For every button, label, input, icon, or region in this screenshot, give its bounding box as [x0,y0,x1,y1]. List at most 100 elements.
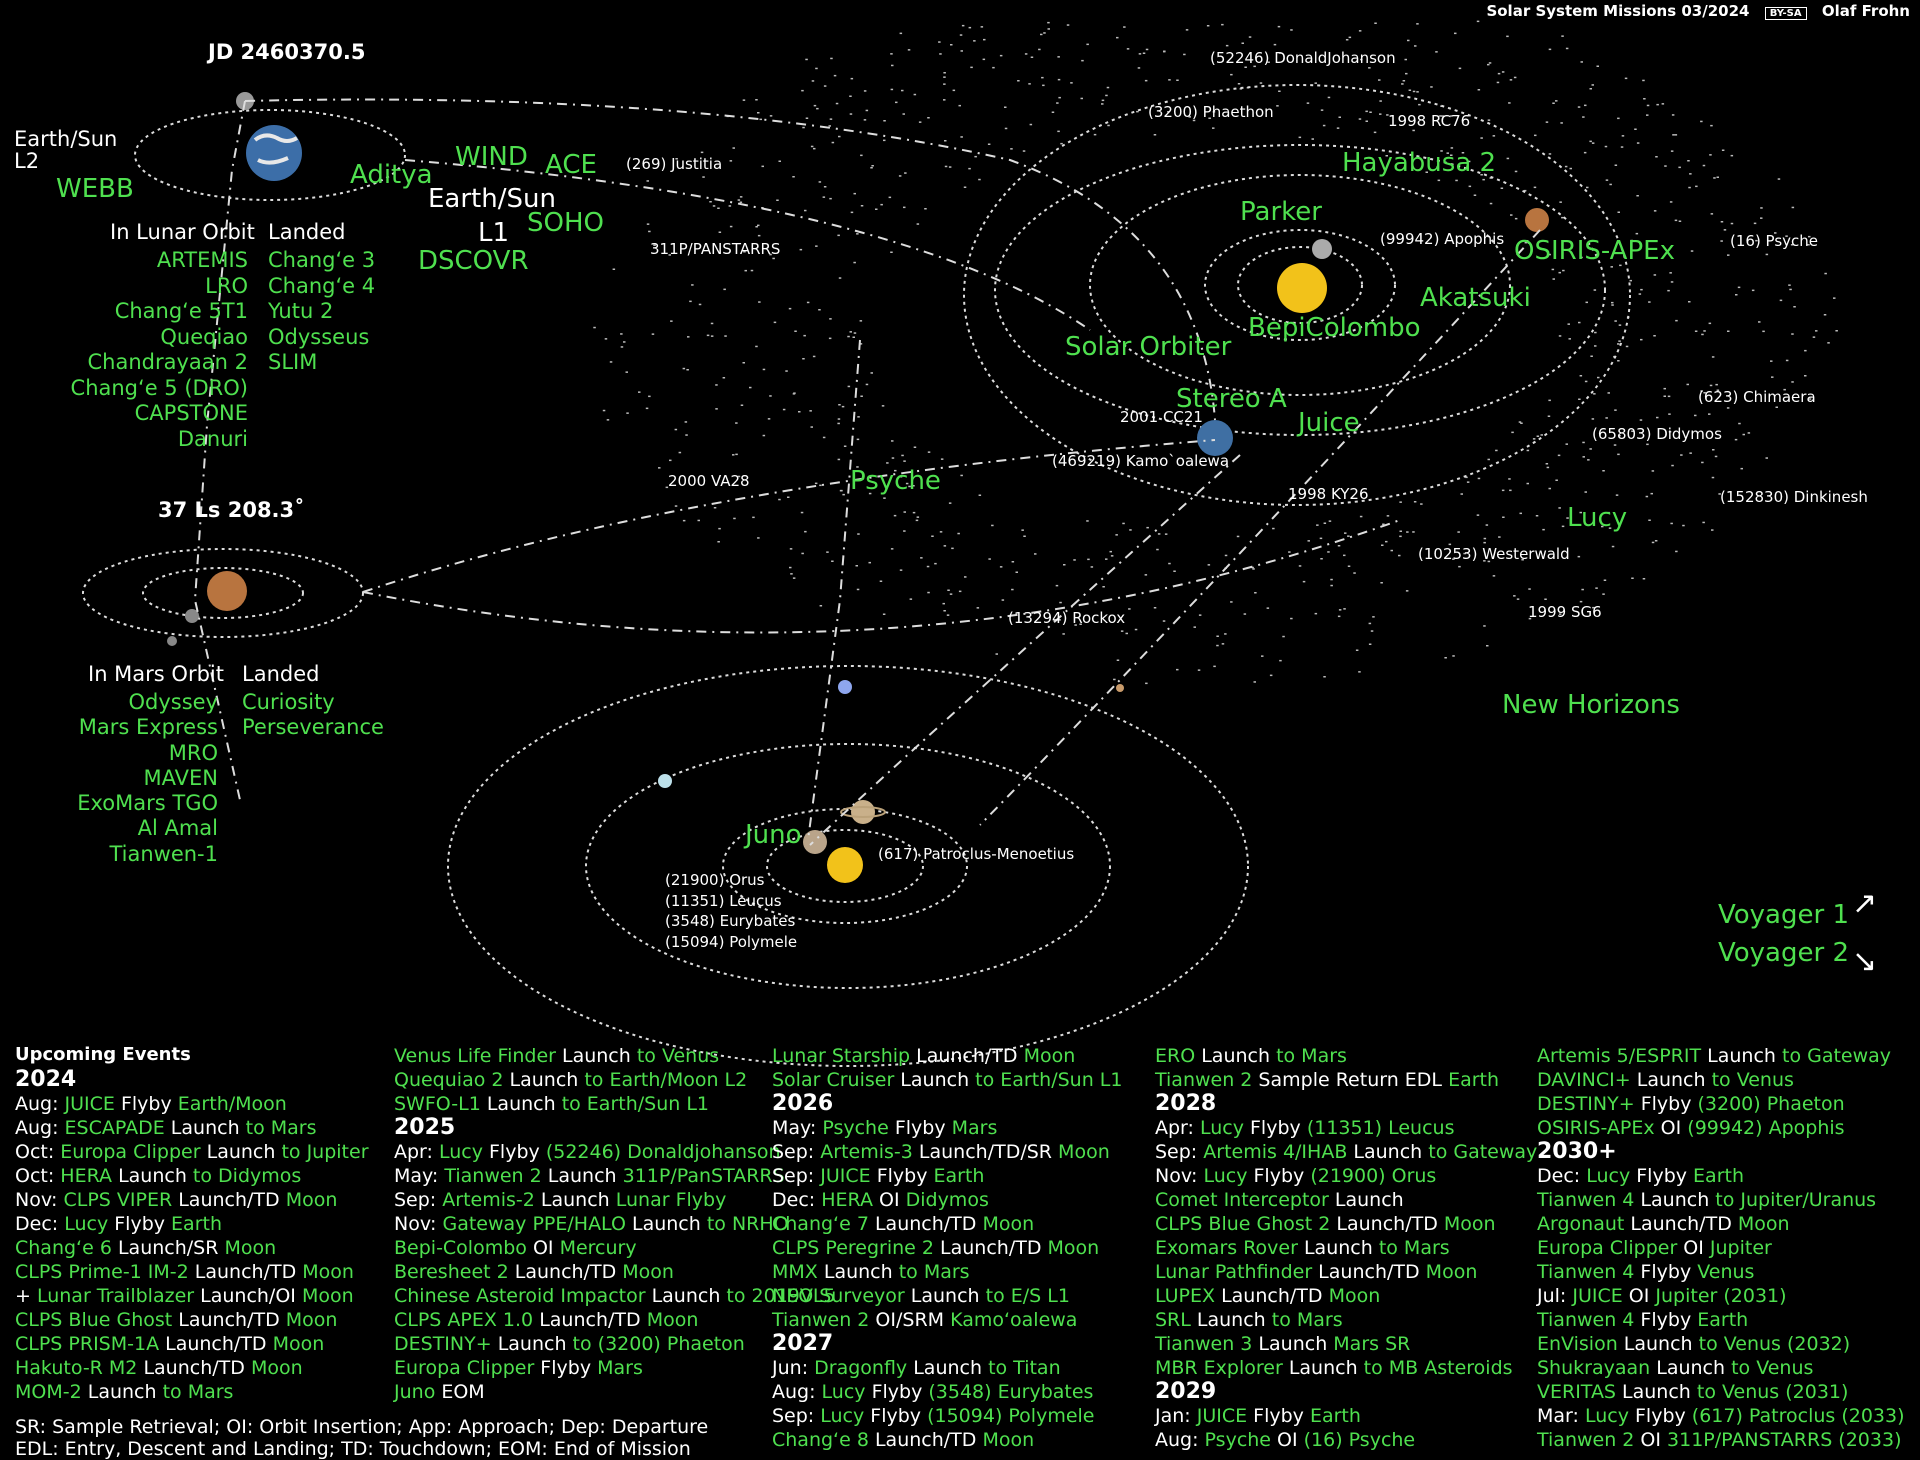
event-row: VERITAS Launch to Venus (2031) [1537,1381,1849,1403]
asteroid-dot [1701,333,1704,336]
asteroid-dot [891,64,894,67]
asteroid-dot [1689,173,1692,175]
event-row: Exomars Rover Launch to Mars [1155,1237,1450,1259]
asteroid-dot [1618,434,1621,437]
asteroid-dot [1542,528,1545,531]
asteroid-dot [1463,552,1466,555]
event-row: Sep: JUICE Flyby Earth [772,1165,985,1187]
asteroid-dot [804,530,807,533]
asteroid-dot [801,552,804,555]
asteroid-dot [1602,593,1605,595]
event-row: Tianwen 2 OI 311P/PANSTARRS (2033) [1537,1429,1902,1451]
asteroid-dot [1290,29,1293,31]
event-row: Chang‘e 8 Launch/TD Moon [772,1429,1035,1451]
event-row: SWFO-L1 Launch to Earth/Sun L1 [394,1093,710,1115]
aditya-label: Aditya [350,160,433,190]
asteroid-dot [908,485,911,488]
asteroid-dot [978,178,981,181]
asteroid-dot [1476,514,1480,516]
asteroid-dot [903,530,906,532]
asteroid-dot [702,176,705,178]
asteroid-dot [852,336,855,338]
asteroid-dot [943,610,946,612]
asteroid-dot [1646,104,1650,107]
asteroid-dot [1120,630,1124,632]
asteroid-dot [648,230,651,233]
asteroid-dot [1804,349,1807,352]
asteroid-dot [1561,35,1564,37]
asteroid-dot [1546,466,1550,469]
asteroid-dot [1675,319,1678,322]
asteroid-dot [1579,600,1583,603]
asteroid-dot [778,498,781,501]
event-row: Nov: Lucy Flyby (21900) Orus [1155,1165,1437,1187]
asteroid-dot [1011,561,1015,563]
asteroid-dot [899,476,903,478]
asteroid-dot [944,140,947,142]
asteroid-dot [1611,545,1615,548]
asteroid-dot [1338,609,1342,611]
asteroid-dot [1791,206,1795,209]
asteroid-dot [1416,23,1419,25]
event-row: CLPS Blue Ghost 2 Launch/TD Moon [1155,1213,1496,1235]
asteroid-dot [715,384,718,386]
asteroid-dot [1771,376,1774,378]
asteroid-dot [905,482,909,485]
asteroid-dot [1306,102,1310,104]
asteroid-dot [828,125,831,127]
asteroid-dot [1592,606,1595,609]
asteroid-dot [1520,422,1523,424]
asteroid-dot [1105,94,1108,97]
asteroid-dot [806,301,810,304]
asteroid-dot [1277,25,1281,28]
asteroid-dot [813,104,817,107]
asteroid-dot [849,113,853,115]
mars-ls: 37 Ls 208.3˚ [158,498,305,522]
asteroid-dot [1134,628,1138,631]
asteroid-dot [1790,244,1794,246]
asteroid-dot [729,160,733,162]
asteroid-dot [1390,549,1393,552]
asteroid-dot [853,261,856,264]
asteroid-dot [819,605,823,607]
asteroid-dot [1686,383,1689,386]
asteroid-dot [1338,116,1341,118]
asteroid-dot [1440,150,1443,152]
asteroid-dot [792,393,796,395]
asteroid-dot [1398,554,1401,557]
asteroid-dot [1145,48,1149,51]
asteroid-dot [1661,103,1665,105]
asteroid-dot [1753,222,1757,225]
mars-orbit-mission: Odyssey [128,690,218,714]
lunar-landed-title: Landed [268,220,346,244]
asteroid-dot [1144,574,1148,576]
asteroid-dot [1137,67,1141,69]
asteroid-dot [1314,612,1318,615]
asteroid-dot [875,208,878,210]
asteroid-dot [1558,507,1561,509]
asteroid-dot [1337,545,1341,547]
asteroid-dot [1198,614,1202,616]
asteroid-dot [1492,575,1496,577]
asteroid-dot [1254,592,1257,594]
asteroid-dot [1261,655,1264,657]
asteroid-dot [1224,633,1227,635]
asteroid-dot [849,331,852,333]
asteroid-dot [1670,281,1674,283]
asteroid-dot [1030,56,1034,58]
asteroid-dot [645,407,649,410]
event-year: 2025 [394,1115,456,1140]
asteroid-dot [1253,65,1256,68]
asteroid-dot [1555,100,1558,102]
asteroid-dot [1646,114,1649,116]
asteroid-dot [863,119,867,121]
asteroid-dot [773,321,777,324]
earth-clouds [253,133,299,165]
asteroid-dot [831,560,834,562]
asteroid-dot [1399,535,1402,538]
asteroid-dot [1688,301,1691,303]
asteroid-dot [722,377,726,379]
asteroid-dot [890,251,893,253]
asteroid-dot [718,527,721,530]
psyche-label: Psyche [850,466,941,496]
